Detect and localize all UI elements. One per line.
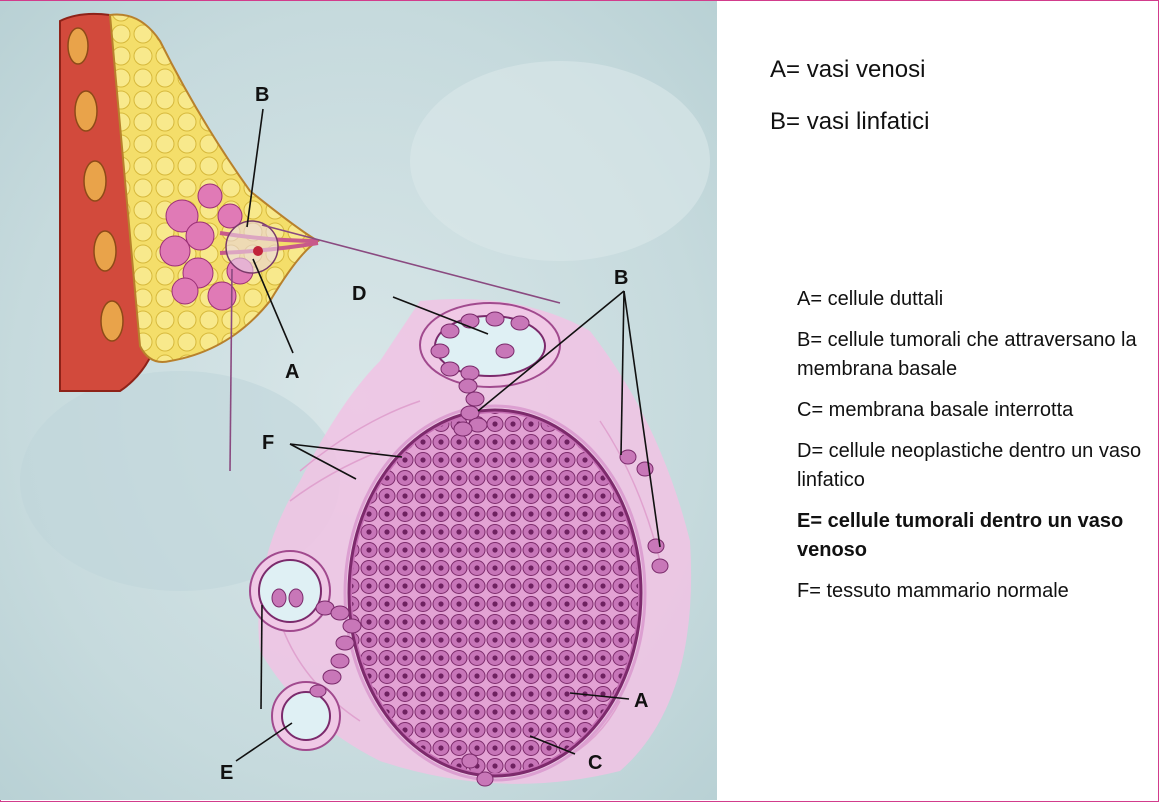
label-d: D [352, 283, 366, 305]
cell-legend: A= cellule duttali B= cellule tumorali c… [797, 285, 1157, 618]
label-b-top: B [255, 84, 269, 106]
legend-item-veins: A= vasi venosi [770, 56, 929, 84]
legend-item-d: D= cellule neoplastiche dentro un vaso l… [797, 437, 1157, 495]
legend-item-c: C= membrana basale interrotta [797, 396, 1157, 425]
label-a-bottom: A [634, 690, 648, 712]
label-f: F [262, 432, 274, 454]
label-b-right: B [614, 267, 628, 289]
label-a-top: A [285, 361, 299, 383]
label-c: C [588, 752, 602, 774]
legend-item-b: B= cellule tumorali che attraversano la … [797, 326, 1157, 384]
legend-item-a: A= cellule duttali [797, 285, 1157, 314]
legend-item-f: F= tessuto mammario normale [797, 577, 1157, 606]
anatomy-illustration: B A D B F E A C [0, 1, 717, 800]
vessel-legend: A= vasi venosi B= vasi linfatici [770, 56, 929, 160]
legend-item-e: E= cellule tumorali dentro un vaso venos… [797, 507, 1157, 565]
legend-item-lymphatics: B= vasi linfatici [770, 108, 929, 136]
label-e: E [220, 762, 233, 784]
